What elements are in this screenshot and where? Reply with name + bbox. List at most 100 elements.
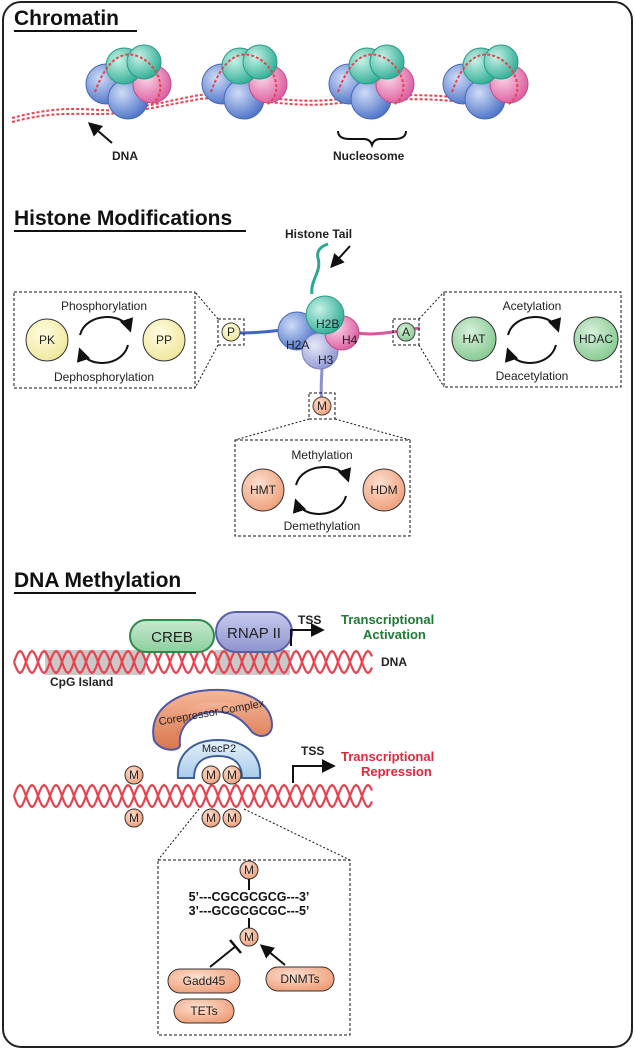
meth-mark-box: [308, 392, 336, 420]
dna-arrow: [87, 122, 113, 144]
callout-lines: [194, 291, 445, 441]
inhibit-bar: [229, 939, 242, 954]
phos-mark-box: [217, 318, 245, 346]
h3-label: H3: [318, 353, 334, 367]
methyl-marks: M M M M M M: [124, 765, 242, 828]
dna-helix-top: [12, 649, 373, 675]
svg-text:M: M: [227, 768, 237, 782]
hdac-label: HDAC: [579, 332, 613, 346]
gadd45-enzyme: [167, 968, 241, 994]
histone-octamer: [277, 295, 360, 370]
hdm-enzyme: [362, 468, 406, 512]
acetylation-label: Acetylation: [503, 299, 562, 313]
demethylation-label: Demethylation: [284, 519, 361, 533]
creb-protein: [129, 619, 215, 653]
dnmts-enzyme: [265, 966, 335, 992]
methyl-mark-5: M: [201, 808, 221, 828]
creb-label: CREB: [151, 629, 193, 646]
histone-tail-label: Histone Tail: [285, 227, 352, 241]
meth-mark: [312, 396, 332, 416]
pk-label: PK: [39, 333, 55, 347]
tss-bottom-label: TSS: [301, 744, 324, 758]
phosphorylation-panel: Phosphorylation Dephosphorylation PK PP: [13, 291, 196, 389]
methyl-mark-3: M: [222, 765, 242, 785]
inset-callout: [157, 808, 351, 861]
methyl-mark-6: M: [222, 808, 242, 828]
tets-label: TETs: [190, 1004, 217, 1018]
methyl-mark-2: M: [201, 765, 221, 785]
rnap-label: RNAP II: [227, 625, 281, 642]
activation-line1: Transcriptional: [341, 612, 434, 627]
nucleosome-label: Nucleosome: [333, 149, 405, 163]
tail-h2b: [310, 242, 329, 295]
sequence-bottom: 3’---GCGCGCGC---5’: [189, 904, 310, 918]
dna-helix-bottom: [12, 783, 373, 809]
phos-mark: [221, 322, 241, 342]
nucleosome-2: [201, 44, 288, 120]
dnmts-arrow: [259, 944, 286, 966]
nucleosome-bracket: [337, 130, 407, 149]
svg-text:M: M: [244, 930, 254, 944]
acet-mark: [396, 322, 416, 342]
repression-line1: Transcriptional: [341, 749, 434, 764]
activation-line2: Activation: [363, 627, 426, 642]
tss-arrow-bottom: [292, 759, 336, 783]
histone-tail-arrow: [330, 245, 351, 269]
svg-text:M: M: [206, 811, 216, 825]
cpg-island-label: CpG Island: [50, 675, 113, 689]
hdm-label: HDM: [370, 483, 397, 497]
acet-mark-box: [392, 318, 420, 346]
section-title-chromatin: Chromatin: [14, 7, 119, 30]
hdac-enzyme: [573, 316, 619, 362]
tail-h3: [319, 364, 324, 403]
gadd45-label: Gadd45: [183, 974, 226, 988]
tss-arrow-top: [290, 623, 325, 646]
tets-enzyme: [173, 998, 235, 1024]
section-title-histone: Histone Modifications: [14, 207, 232, 230]
hmt-enzyme: [241, 468, 285, 512]
svg-text:M: M: [129, 811, 139, 825]
dna-label-top: DNA: [381, 655, 407, 669]
repression-line2: Repression: [361, 764, 432, 779]
pp-label: PP: [156, 333, 172, 347]
h2b-label: H2B: [316, 317, 339, 331]
acetylation-panel: Acetylation Deacetylation HAT HDAC: [443, 291, 622, 388]
hat-enzyme: [451, 316, 497, 362]
nucleosome-3: [328, 44, 415, 120]
h4-label: H4: [342, 333, 358, 347]
meth-mark-label: M: [317, 399, 327, 413]
nucleosome-4: [442, 44, 529, 120]
h2a-label: H2A: [286, 338, 309, 352]
methylation-label: Methylation: [291, 448, 352, 462]
sequence-top: 5’---CGCGCGCG---3’: [189, 890, 310, 904]
hat-label: HAT: [462, 332, 486, 346]
methyl-mark-1: M: [124, 765, 144, 785]
svg-text:M: M: [227, 811, 237, 825]
acet-mark-label: A: [402, 325, 410, 339]
dephosphorylation-label: Dephosphorylation: [54, 370, 154, 384]
hmt-label: HMT: [250, 483, 277, 497]
chromatin-dna-label: DNA: [112, 149, 138, 163]
cpg-inset-panel: M 5’---CGCGCGCG---3’ 3’---GCGCGCGC---5’ …: [157, 859, 351, 1036]
svg-text:M: M: [244, 863, 254, 877]
inhibit-line: [209, 945, 237, 968]
methylation-panel: Methylation Demethylation HMT HDM: [234, 439, 411, 537]
nucleosome-1: [85, 44, 172, 120]
h2b-subunit: [305, 295, 345, 335]
phosphorylation-label: Phosphorylation: [61, 299, 147, 313]
pk-enzyme: [25, 318, 69, 362]
svg-text:M: M: [206, 768, 216, 782]
mecp2-protein: [176, 738, 262, 779]
dnmts-label: DNMTs: [280, 972, 319, 986]
phos-mark-label: P: [227, 325, 235, 339]
methyl-mark-4: M: [124, 808, 144, 828]
inset-methyl-bottom: [239, 927, 259, 947]
deacetylation-label: Deacetylation: [496, 369, 569, 383]
corepressor-complex: [152, 688, 274, 751]
pp-enzyme: [142, 318, 186, 362]
mecp2-label: MecP2: [202, 743, 236, 755]
tss-top-label: TSS: [298, 613, 321, 627]
svg-text:M: M: [129, 768, 139, 782]
section-title-dna-methylation: DNA Methylation: [14, 569, 181, 592]
